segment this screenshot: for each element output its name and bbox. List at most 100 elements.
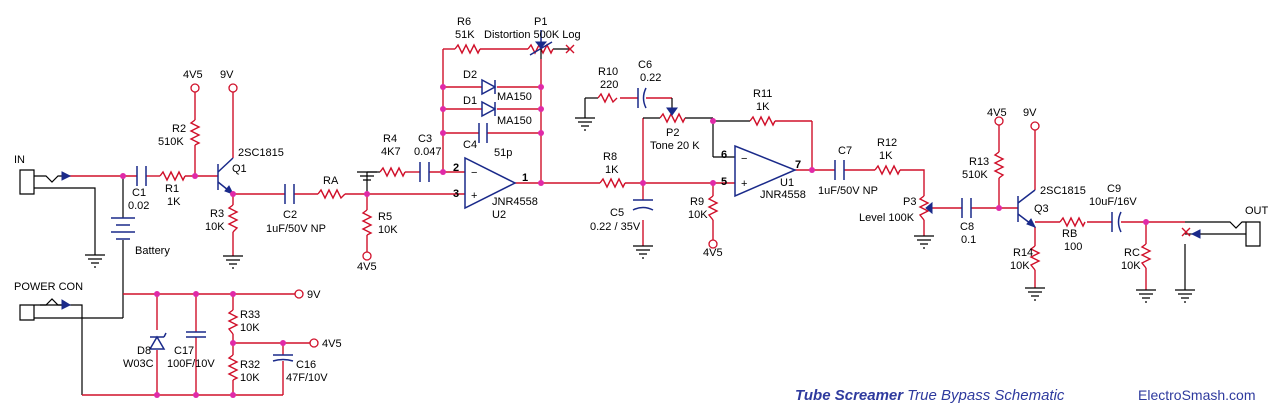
q1-type: 2SC1815 — [238, 147, 284, 159]
diode-d2 — [481, 78, 497, 96]
u1-pin-6: 6 — [721, 149, 727, 161]
c16-ref: C16 — [296, 359, 316, 371]
p2-value: Tone 20 K — [650, 140, 700, 152]
c8-ref: C8 — [960, 221, 974, 233]
r10-value: 220 — [600, 79, 618, 91]
r5-ref: R5 — [378, 211, 392, 223]
terminals — [190, 83, 1040, 348]
q3-9v-label: 9V — [1023, 107, 1037, 119]
c9-ref: C9 — [1107, 183, 1121, 195]
c6-value: 0.22 — [640, 72, 661, 84]
capacitor-c16 — [272, 354, 294, 362]
q3-4v5-label: 4V5 — [987, 107, 1007, 119]
terminal-9v-q1 — [228, 83, 238, 93]
r33-value: 10K — [240, 322, 260, 334]
resistor-r12 — [874, 164, 901, 176]
opamps: − + − + — [464, 144, 797, 210]
r8-value: 1K — [605, 164, 619, 176]
resistor-r1 — [159, 170, 186, 182]
r10-ref: R10 — [598, 66, 618, 78]
r2-ref: R2 — [172, 123, 186, 135]
d8-value: W03C — [123, 358, 154, 370]
potentiometers — [527, 30, 933, 221]
c4-value: 51p — [494, 147, 512, 159]
resistor-r8 — [599, 177, 626, 189]
r9-ref: R9 — [690, 196, 704, 208]
terminal-4v5-r5 — [362, 251, 372, 261]
rc-value: 10K — [1121, 260, 1141, 272]
out-label: OUT — [1245, 205, 1269, 217]
resistor-r11 — [749, 115, 776, 127]
c1-ref: C1 — [132, 187, 146, 199]
r8-ref: R8 — [603, 151, 617, 163]
svg-text:−: − — [471, 167, 477, 179]
q1-4v5-label: 4V5 — [183, 69, 203, 81]
r3-value: 10K — [205, 221, 225, 233]
brand-label: ElectroSmash.com — [1138, 387, 1255, 403]
opamp-u2 — [464, 156, 517, 210]
pot-p3 — [918, 195, 930, 221]
c7-value: 1uF/50V NP — [818, 185, 878, 197]
u2-pin-3: 3 — [453, 188, 459, 200]
diode-d8 — [148, 332, 167, 350]
terminal-9v-q3 — [1030, 121, 1040, 131]
q3-ref: Q3 — [1034, 203, 1049, 215]
r5-value: 10K — [378, 224, 398, 236]
r9-value: 10K — [688, 209, 708, 221]
pot-p2 — [659, 112, 686, 124]
r4-value: 4K7 — [381, 146, 401, 158]
capacitor-c6 — [637, 87, 647, 109]
c3-value: 0.047 — [414, 146, 442, 158]
capacitor-c1 — [136, 166, 147, 186]
r1-ref: R1 — [165, 183, 179, 195]
diodes — [148, 78, 497, 350]
rc-ref: RC — [1124, 247, 1140, 259]
resistor-rb — [1059, 216, 1086, 228]
terminal-4v5-r9 — [708, 239, 718, 249]
jacks — [19, 44, 1261, 321]
c4-ref: C4 — [463, 139, 477, 151]
r3-ref: R3 — [210, 208, 224, 220]
c3-ref: C3 — [418, 133, 432, 145]
r11-ref: R11 — [753, 88, 772, 100]
resistor-r13 — [993, 151, 1005, 179]
q1-ref: Q1 — [232, 163, 247, 175]
r33-ref: R33 — [240, 309, 260, 321]
d8-ref: D8 — [137, 345, 151, 357]
c7-ref: C7 — [838, 145, 852, 157]
d2-ref: D2 — [463, 69, 477, 81]
u2-pin-1: 1 — [522, 172, 528, 184]
svg-text:+: + — [471, 190, 477, 202]
resistor-r32 — [227, 354, 239, 381]
transistor-q3 — [1017, 189, 1037, 228]
p1-ref: P1 — [534, 16, 547, 28]
ground-symbols — [85, 117, 1195, 303]
capacitor-c5 — [632, 199, 654, 211]
diode-d1 — [481, 100, 497, 118]
u1-ref: U1 — [780, 177, 794, 189]
p3-ref: P3 — [903, 196, 916, 208]
u1-type: JNR4558 — [760, 189, 806, 201]
d2-value: MA150 — [497, 91, 532, 103]
r13-value: 510K — [962, 169, 988, 181]
r4-ref: R4 — [383, 133, 397, 145]
battery-symbol — [111, 217, 135, 240]
ra-ref: RA — [323, 175, 339, 187]
r14-ref: R14 — [1013, 247, 1033, 259]
capacitor-c3 — [419, 162, 430, 182]
capacitor-c2 — [284, 184, 295, 204]
capacitor-c8 — [961, 198, 972, 218]
resistor-r5 — [361, 209, 373, 236]
c5-value: 0.22 / 35V — [590, 221, 641, 233]
resistor-r33 — [227, 309, 239, 335]
c17-ref: C17 — [174, 345, 194, 357]
p1-value: Distortion 500K Log — [484, 29, 581, 41]
r2-value: 510K — [158, 136, 184, 148]
resistor-ra — [317, 188, 346, 200]
p3-value: Level 100K — [859, 212, 915, 224]
power-jack — [19, 298, 62, 321]
junctions — [120, 84, 1149, 398]
resistor-r14 — [1029, 245, 1041, 271]
